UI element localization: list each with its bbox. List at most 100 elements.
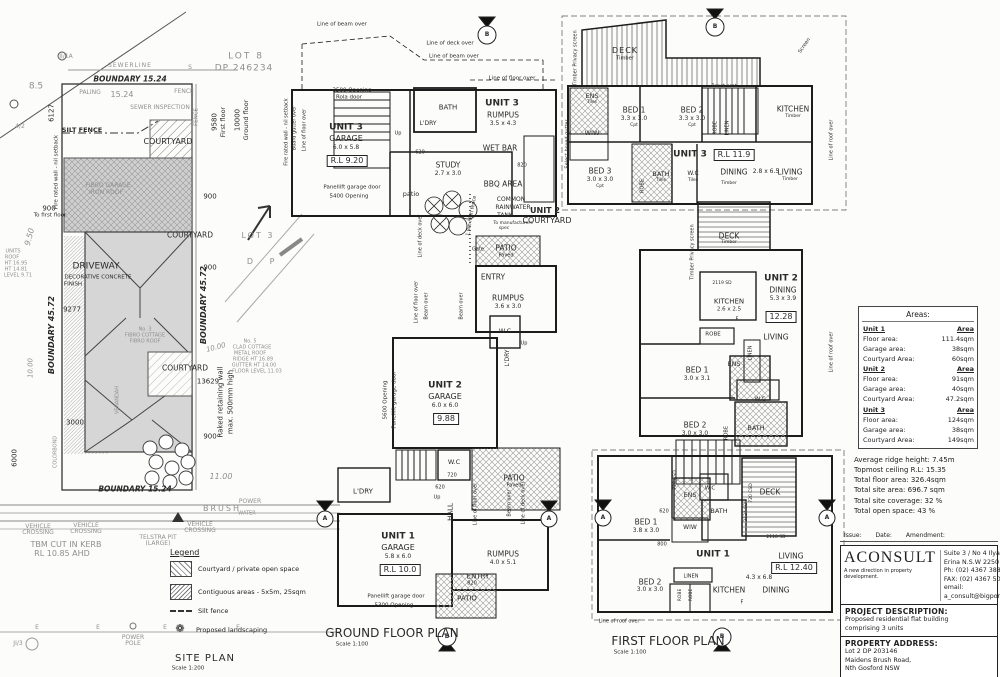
plan-label: COMMON <box>496 196 526 203</box>
plan-label: FENCE <box>174 88 194 95</box>
areas-row-value: 124sqm <box>947 415 974 424</box>
plan-label: VEHICLE <box>25 523 51 530</box>
plan-label: BRUSH <box>203 504 241 513</box>
plan-label: DECK <box>611 46 639 55</box>
property-heading: PROPERTY ADDRESS: <box>845 639 938 648</box>
areas-row-label: Courtyard Area: <box>863 355 915 364</box>
plan-label: 2.6 x 2.5 <box>716 306 742 313</box>
plan-label: A <box>546 515 552 522</box>
plan-label: Line of roof over <box>598 618 640 625</box>
plan-label: DINING <box>769 285 797 295</box>
summary-line: Topmost ceiling R.L: 15.35 <box>854 466 946 475</box>
issue-row: Issue: Date: Amendment: <box>840 530 998 542</box>
plan-label: B <box>444 633 450 640</box>
plan-label: 5400 Opening <box>329 193 369 200</box>
plan-label: Fire rated wall - nil setback <box>283 98 290 166</box>
company-logo: ACONSULT <box>844 549 936 566</box>
areas-row-label: Floor area: <box>863 415 898 424</box>
project-line: Proposed residential flat building <box>845 616 949 623</box>
areas-row-label: Garage area: <box>863 385 906 394</box>
plan-label: GARAGE <box>428 392 462 401</box>
plan-label: W.C <box>687 170 699 177</box>
plan-label: Line of deck over <box>520 481 527 525</box>
plan-label: UNIT 1 <box>381 531 415 542</box>
plan-label: W.C <box>704 485 716 492</box>
plan-label: E <box>163 624 167 631</box>
plan-label: UNITS <box>5 248 21 255</box>
plan-label: PATIO <box>457 594 477 603</box>
plan-label: BATH <box>652 169 670 178</box>
areas-row-value: 60sqm <box>951 355 974 364</box>
plan-label: 3.0 x 3.1 <box>683 375 711 382</box>
plan-label: No. 3 <box>138 326 152 333</box>
legend-item-label: Silt fence <box>198 607 229 615</box>
plan-label: 900 <box>203 192 217 201</box>
plan-label: ROBE <box>712 121 719 135</box>
plan-label: BED 2 <box>680 105 704 115</box>
plan-label: BOUNDARY 45.72 <box>199 265 208 345</box>
plan-label: WET BAR <box>482 143 518 153</box>
plan-label: BED 2 <box>638 577 662 587</box>
plan-label: L'DRY <box>419 120 437 127</box>
plan-label: 3.8 x 3.0 <box>632 527 660 534</box>
plan-label: Paved <box>498 252 514 259</box>
plan-label: 9580 <box>210 113 219 131</box>
plan-label: To first floor <box>33 212 67 219</box>
plan-label: PALING <box>79 89 101 96</box>
company-tagline: A new direction in property development. <box>844 568 912 580</box>
plan-label: SILT FENCE <box>61 125 103 134</box>
areas-table-title: Areas: <box>862 309 974 322</box>
plan-label: BOUNDARY 15.24 <box>93 74 167 84</box>
plan-label: max. 500mm high <box>226 369 235 435</box>
plan-label: RUMPUS <box>487 549 519 559</box>
plan-label: Scale 1:200 <box>171 665 205 672</box>
plan-label: 6.0 x 5.8 <box>332 144 360 151</box>
company-address-line: Ph: (02) 4367 3886 <box>943 567 1000 574</box>
company-address-line: FAX: (02) 4367 5044 <box>943 575 1000 583</box>
plan-label: Timber <box>785 113 801 119</box>
plan-label: A <box>824 514 830 521</box>
plan-label: POLE <box>125 640 141 647</box>
property-line: Nth Gosford NSW <box>845 665 900 672</box>
areas-row-value: Area <box>956 405 974 414</box>
plan-label: FIBRO ROOF <box>129 338 161 345</box>
plan-label: W.C <box>498 326 512 335</box>
plan-label: 10000 <box>233 108 242 132</box>
courtyard-swatch-icon <box>170 561 192 577</box>
plan-label: DP 246234 <box>214 63 274 74</box>
plan-label: 820 <box>517 162 527 169</box>
plan-label: 12.28 <box>765 311 797 323</box>
plan-label: Scale 1:100 <box>335 641 369 648</box>
plan-label: 3.3 x 3.0 <box>620 115 648 122</box>
plan-label: ENTRY <box>480 272 506 282</box>
plan-label: FIBRO COTTAGE <box>124 332 166 339</box>
plan-label: Timber Privacy screen <box>572 30 579 86</box>
areas-row-value: 38sqm <box>951 345 974 354</box>
plan-label: 800 <box>657 541 667 548</box>
plan-label: 2.7 x 3.0 <box>434 170 462 177</box>
plan-label: DINING <box>762 585 790 595</box>
plan-label: Up <box>433 494 441 501</box>
plan-label: UNIT 2 <box>530 206 560 215</box>
first-floor-group <box>561 8 847 652</box>
plan-label: Bench seat <box>711 83 737 89</box>
plan-label: 5600 Opening <box>382 380 389 420</box>
plan-label: Beam over <box>458 292 465 320</box>
plan-label: FIRST FLOOR PLAN <box>611 634 725 648</box>
plan-label: BOUNDARY 15.24 <box>98 484 172 494</box>
areas-row-label: Unit 1 <box>863 325 886 333</box>
plan-label: Panellift garage door <box>367 593 425 600</box>
title-block: Issue: Date: Amendment: ACONSULT A new d… <box>840 530 1000 677</box>
plan-label: LINEN <box>724 120 731 136</box>
silt-fence-swatch-icon <box>170 610 192 612</box>
plan-label: WIW <box>683 524 697 531</box>
plan-label: ENS <box>727 359 741 368</box>
plan-label: No. 5 <box>243 338 257 345</box>
areas-row-label: Floor area: <box>863 375 898 384</box>
date-label: Date: <box>875 532 892 539</box>
plan-label: UNIT 2 <box>764 273 798 284</box>
plan-label: D <box>246 257 254 266</box>
